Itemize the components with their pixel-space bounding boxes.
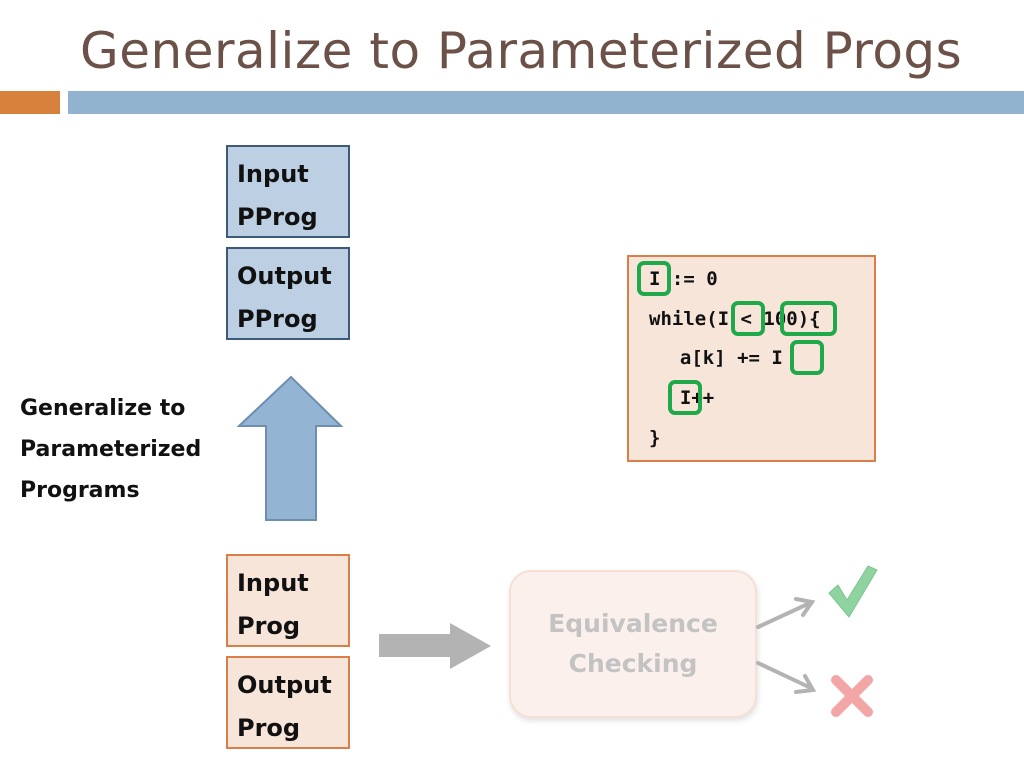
output-pprog-box: Output PProg: [226, 247, 350, 340]
result-arrows: [756, 597, 817, 694]
slide-title: Generalize to Parameterized Progs: [80, 22, 963, 80]
code-line-4: I++: [657, 387, 715, 409]
highlight-box-4: [790, 340, 824, 375]
output-pprog-line-2: PProg: [237, 305, 318, 333]
output-prog-box: Output Prog: [226, 656, 350, 749]
output-prog-line-1: Output: [237, 671, 332, 699]
code-line-2: while(I < 100){: [649, 308, 821, 330]
input-pprog-box: Input PProg: [226, 145, 350, 238]
code-line-1: I := 0: [649, 268, 718, 290]
highlight-box-2: [731, 301, 765, 336]
code-line-5: }: [649, 427, 661, 449]
highlight-box-3: [780, 301, 837, 336]
equivalence-line-1: Equivalence: [548, 609, 718, 638]
generalize-label: Generalize to Parameterized Programs: [20, 396, 202, 503]
title-accent-blue: [68, 91, 1024, 114]
input-pprog-line-2: PProg: [237, 203, 318, 231]
input-prog-line-2: Prog: [237, 612, 301, 640]
check-icon: [828, 565, 878, 618]
cross-icon: [831, 675, 873, 717]
input-prog-box: Input Prog: [226, 554, 350, 647]
output-prog-line-2: Prog: [237, 714, 301, 742]
input-pprog-line-1: Input: [237, 160, 309, 188]
output-pprog-line-1: Output: [237, 262, 332, 290]
highlight-box-1: [637, 261, 671, 296]
code-line-3: a[k] += I: [657, 347, 783, 369]
highlight-box-5: [668, 380, 702, 415]
right-arrow-icon: [379, 623, 491, 669]
up-arrow-icon: [236, 375, 344, 521]
equivalence-line-2: Checking: [568, 649, 698, 678]
input-prog-line-1: Input: [237, 569, 309, 597]
title-accent-orange: [0, 91, 60, 114]
equivalence-checking-box: Equivalence Checking: [509, 570, 757, 718]
